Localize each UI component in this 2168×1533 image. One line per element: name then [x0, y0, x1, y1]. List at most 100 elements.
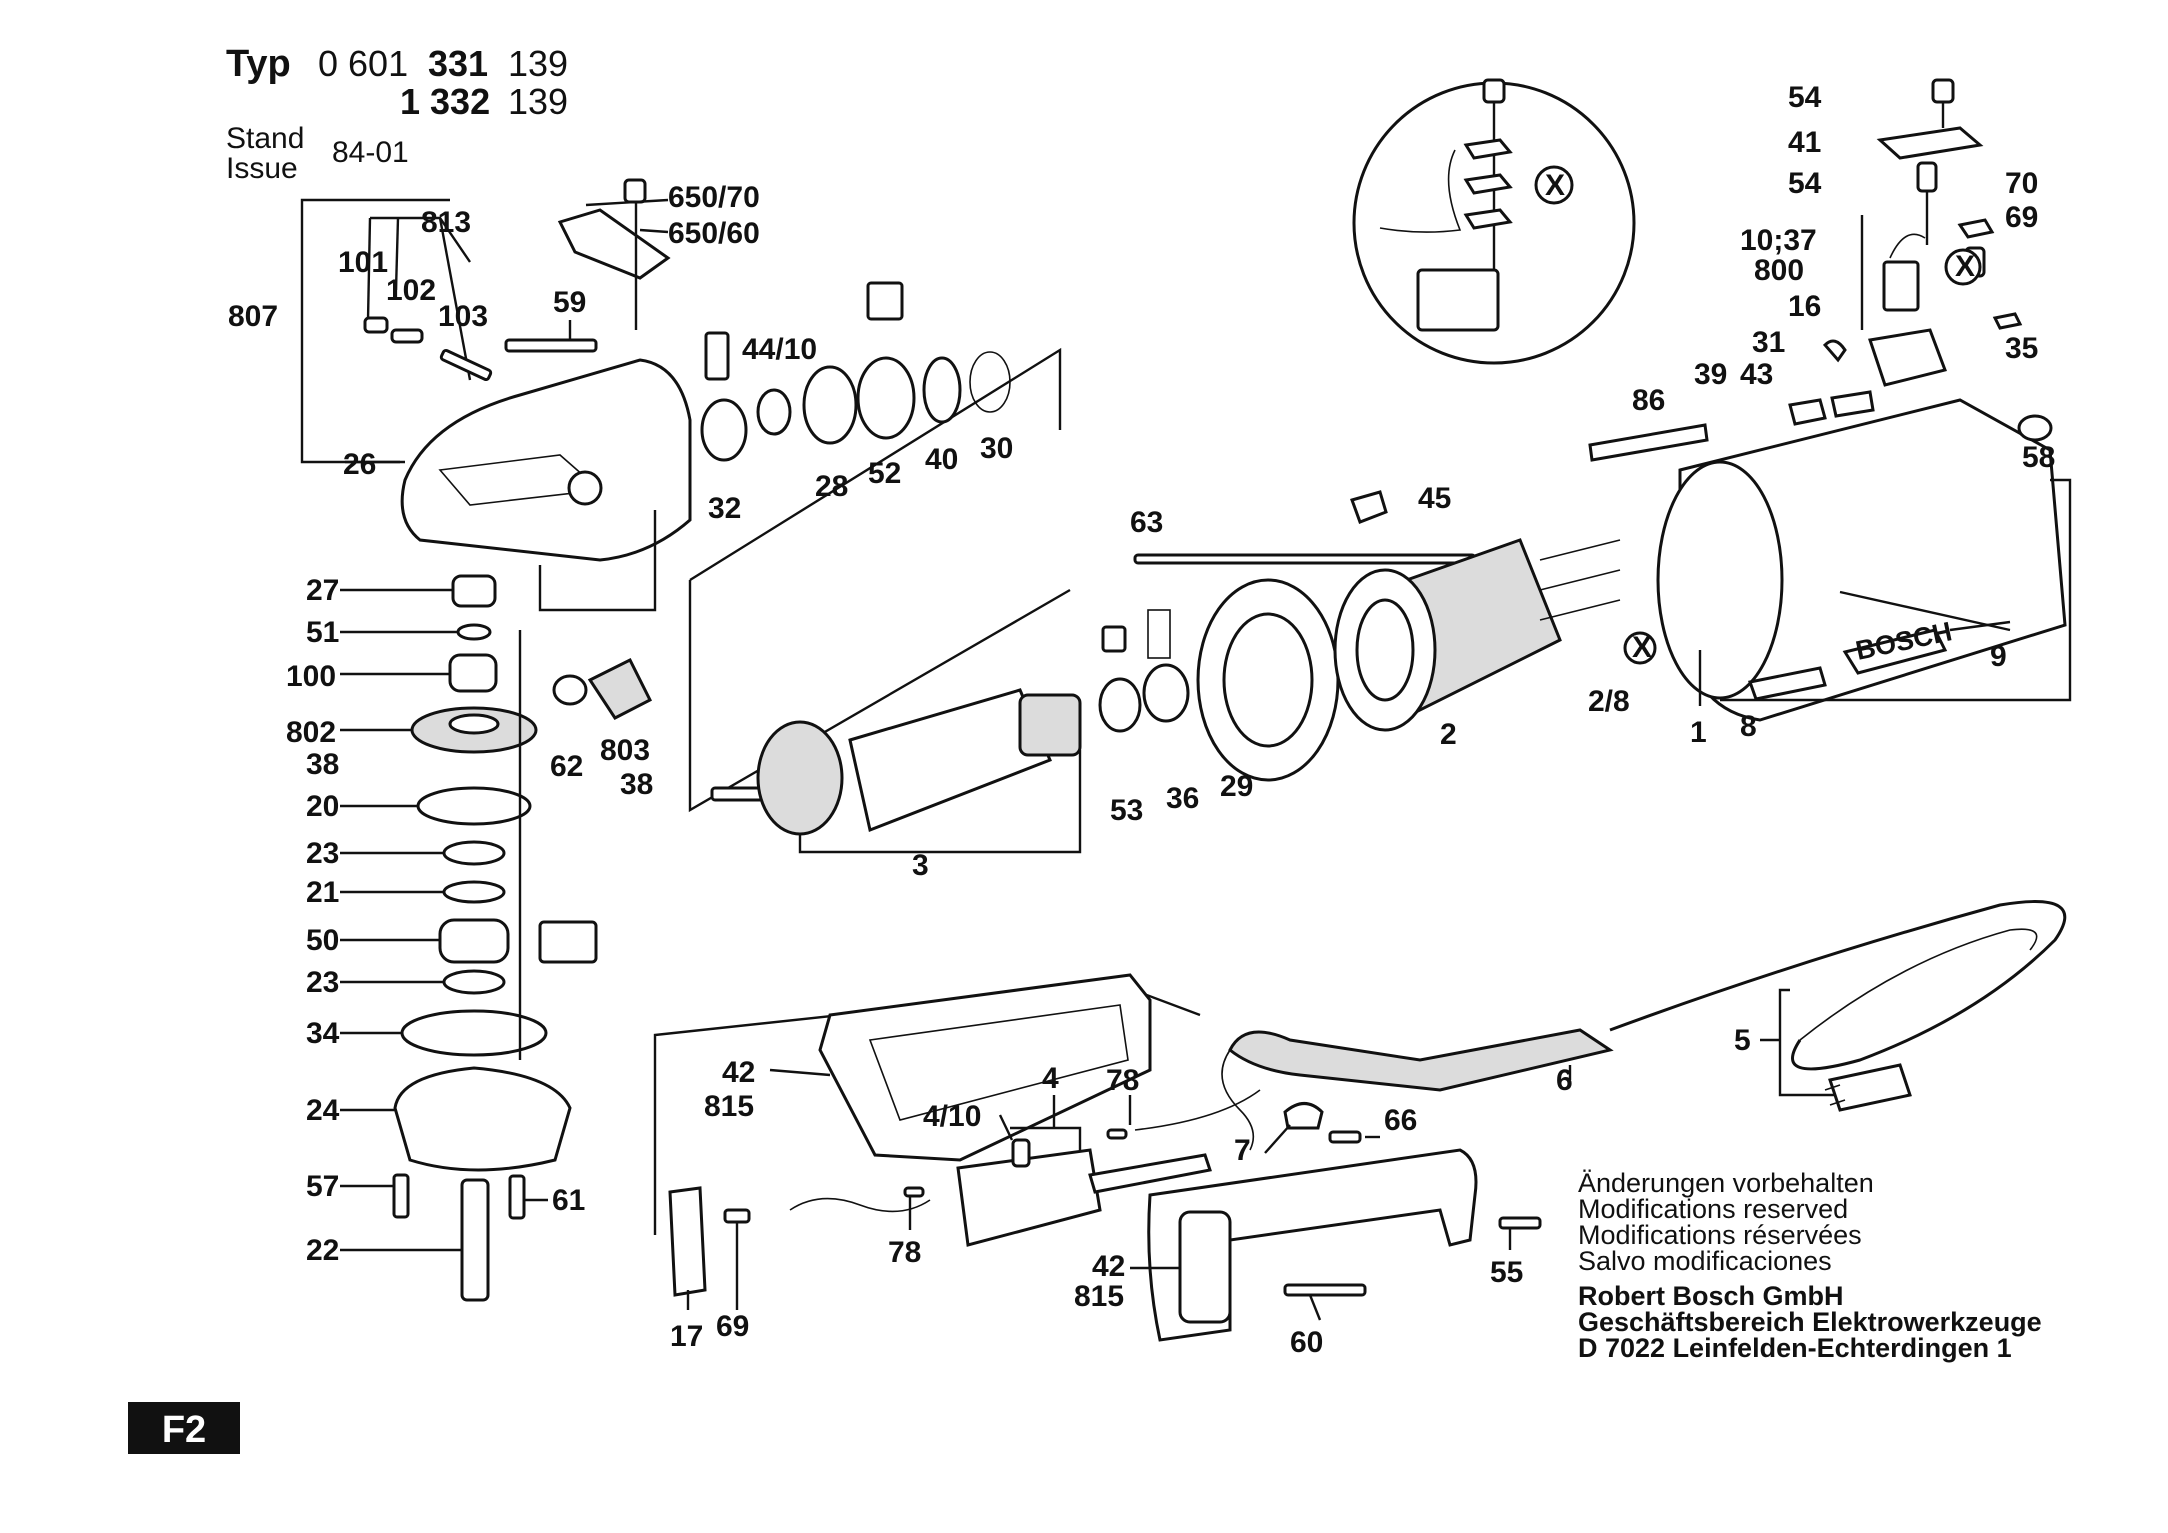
bearing-27: [451, 574, 497, 608]
label-102: 102: [386, 274, 436, 307]
typ-line1-prefix: 0 601: [318, 43, 408, 84]
note-en: Modifications reserved: [1578, 1194, 1848, 1224]
bearing-50-detail: [538, 920, 598, 964]
label-78b: 78: [888, 1236, 921, 1269]
clip-45: [1350, 490, 1388, 524]
label-36: 36: [1166, 782, 1199, 815]
baffle-29-inner: [1222, 612, 1314, 748]
screw-59: [504, 338, 598, 353]
typ-line1-model: 331: [428, 43, 488, 84]
sleeve-100: [448, 653, 498, 693]
label-43: 43: [1740, 358, 1773, 391]
clip-70: [1957, 218, 1995, 239]
bearing-28: [802, 365, 858, 445]
brush-detail-circle: X: [1352, 78, 1636, 365]
label-3: 3: [912, 849, 929, 882]
switch-rod: [1088, 1153, 1212, 1194]
plate-17: [668, 1186, 707, 1297]
label-20: 20: [306, 790, 339, 823]
handle-cable-group: [653, 900, 2067, 1342]
label-103: 103: [438, 300, 488, 333]
leaders-bottom: [686, 1065, 1572, 1321]
strip-86: [1588, 423, 1709, 462]
label-41: 41: [1788, 126, 1821, 159]
brush-holder-16: [1868, 328, 1947, 387]
plate-8: [1748, 666, 1827, 701]
label-55: 55: [1490, 1256, 1523, 1289]
label-2: 2: [1440, 718, 1457, 751]
screw-55: [1498, 1216, 1542, 1230]
detail-screw: [1482, 78, 1506, 104]
company-division: Geschäftsbereich Elektrowerkzeuge: [1578, 1307, 2042, 1337]
part-labels: 650/70 650/60 813 101 102 103 807 59 26 …: [228, 81, 2055, 1359]
label-44-10: 44/10: [742, 333, 817, 366]
bearing-36: [1142, 663, 1190, 723]
washer-51: [456, 623, 492, 641]
label-57: 57: [306, 1170, 339, 1203]
label-17: 17: [670, 1320, 703, 1353]
label-815a: 815: [704, 1090, 754, 1123]
pin-103: [439, 348, 493, 382]
label-26: 26: [343, 448, 376, 481]
label-70: 70: [2005, 167, 2038, 200]
bearing-50: [438, 918, 510, 964]
detail-brush-holder: [1416, 268, 1500, 332]
label-4: 4: [1042, 1062, 1059, 1095]
label-800: 800: [1754, 254, 1804, 287]
washer-23a: [442, 840, 506, 866]
label-29: 29: [1220, 770, 1253, 803]
label-28: 28: [815, 470, 848, 503]
label-53: 53: [1110, 794, 1143, 827]
label-7: 7: [1234, 1134, 1251, 1167]
label-42b: 42: [1092, 1250, 1125, 1283]
label-30: 30: [980, 432, 1013, 465]
washer-23b: [442, 969, 506, 995]
seal-32: [700, 398, 748, 462]
bearing-flange-24: [393, 1066, 572, 1172]
label-100: 100: [286, 660, 336, 693]
label-42a: 42: [722, 1056, 755, 1089]
typ-line2-model: 1 332: [400, 81, 490, 122]
label-31: 31: [1752, 326, 1785, 359]
label-58: 58: [2022, 441, 2055, 474]
leaders-left: [340, 198, 669, 1252]
nut-62: [552, 674, 588, 706]
bearing-set-group: [689, 281, 1062, 582]
pinion-803: [587, 657, 653, 720]
label-34: 34: [306, 1017, 340, 1050]
label-50: 50: [306, 924, 339, 957]
modification-notes: Änderungen vorbehalten Modifications res…: [1578, 1168, 2042, 1363]
washer-35: [1992, 312, 2023, 330]
screw-54a: [1931, 78, 1955, 104]
x-marker-stator-text: X: [1632, 631, 1652, 664]
label-62: 62: [550, 750, 583, 783]
screw-4-10: [1011, 1138, 1031, 1168]
label-16: 16: [1788, 290, 1821, 323]
x-marker-brush-text: X: [1955, 250, 1975, 283]
label-38a: 38: [306, 748, 339, 781]
x-marker-brush: [1944, 248, 1982, 286]
screw-650-70: [623, 178, 647, 204]
label-51: 51: [306, 616, 339, 649]
label-38b: 38: [620, 768, 653, 801]
label-66: 66: [1384, 1104, 1417, 1137]
label-5: 5: [1734, 1024, 1751, 1057]
typ-line2-suffix: 139: [508, 81, 568, 122]
spindle-22: [460, 1178, 490, 1302]
label-650-70: 650/70: [668, 181, 760, 214]
label-69a: 69: [2005, 201, 2038, 234]
stand-label: Stand: [226, 122, 304, 155]
bearing-53-detail: [1101, 625, 1127, 653]
bearing-52: [856, 356, 916, 440]
label-52: 52: [868, 457, 901, 490]
label-9: 9: [1990, 640, 2007, 673]
bearing-36-detail: [1147, 609, 1171, 659]
page-code-badge: F2: [128, 1402, 240, 1454]
bevel-gear-hub: [448, 713, 500, 735]
label-807: 807: [228, 300, 278, 333]
label-23a: 23: [306, 837, 339, 870]
label-35: 35: [2005, 332, 2038, 365]
armature-3: [848, 688, 1052, 833]
motor-housing-group: BOSCH: [1588, 390, 2072, 722]
label-40: 40: [925, 443, 958, 476]
